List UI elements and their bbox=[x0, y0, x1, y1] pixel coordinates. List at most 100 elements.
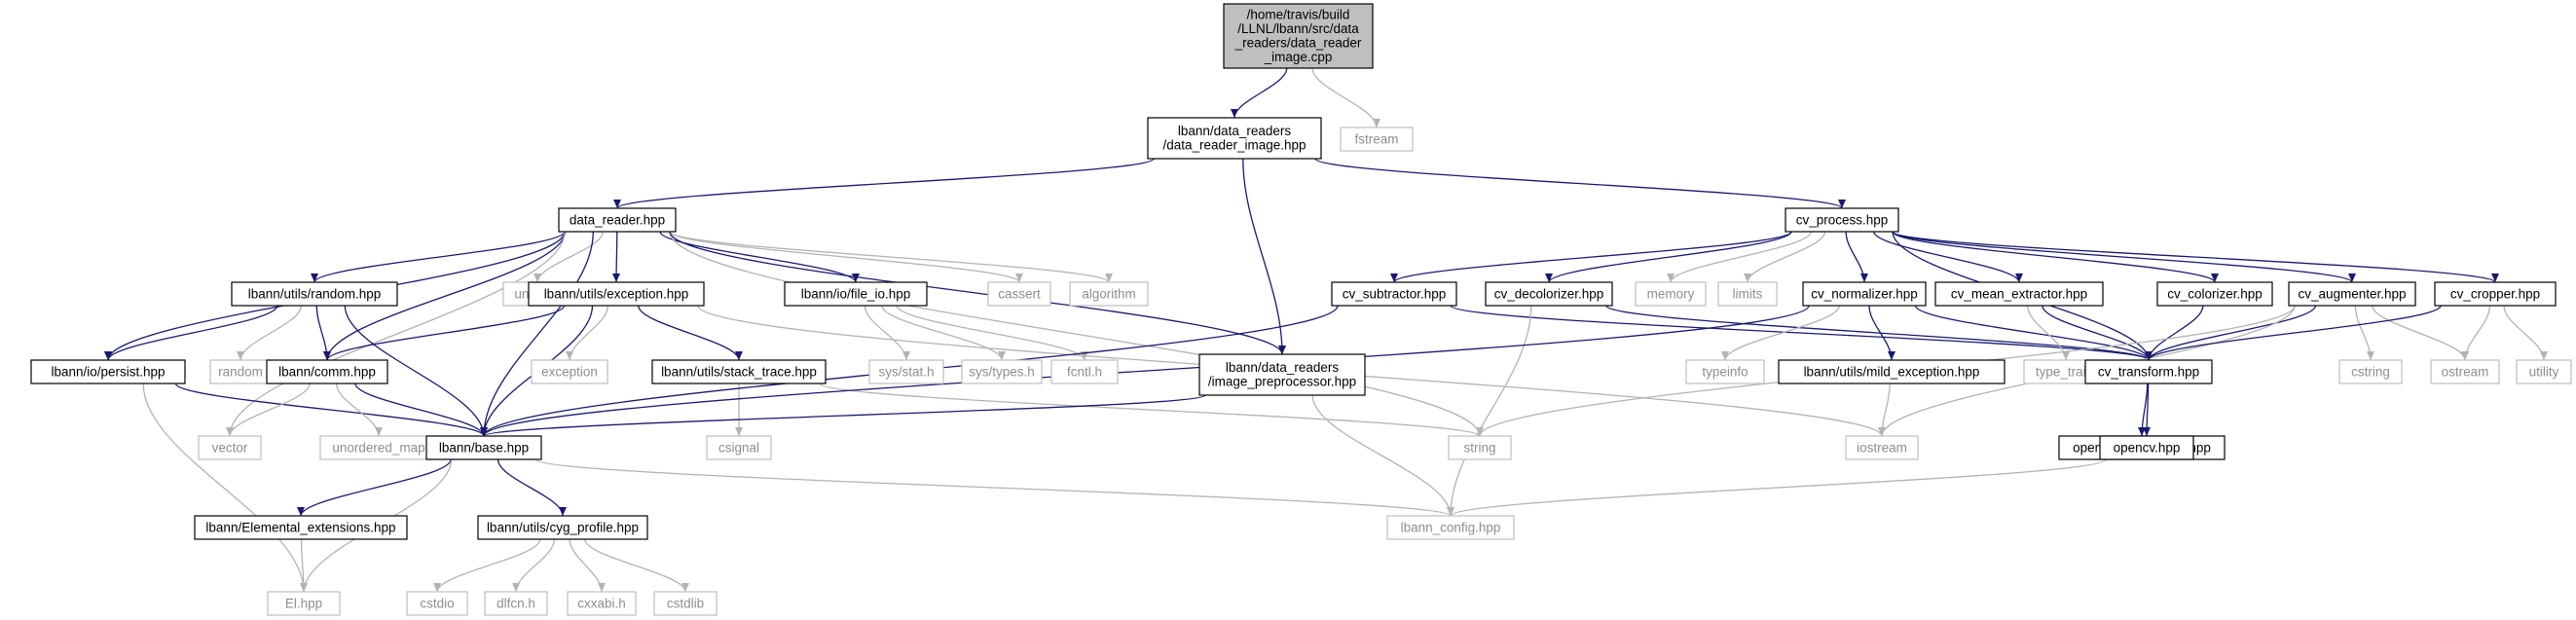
graph-edge-comm-to-umap bbox=[335, 383, 383, 437]
graph-edge-cvt-to-ocvext bbox=[2138, 383, 2149, 437]
graph-node-sysstat: sys/stat.h bbox=[868, 359, 944, 384]
graph-edge-base-to-cyg bbox=[497, 458, 567, 517]
graph-node-ocv[interactable]: opencv.hpp bbox=[2099, 435, 2194, 460]
graph-edge-comm-to-vector bbox=[226, 383, 311, 437]
graph-node-cvp[interactable]: cv_process.hpp bbox=[1785, 207, 1899, 233]
graph-edge-base-to-ee bbox=[297, 458, 452, 517]
graph-node-exc[interactable]: lbann/utils/exception.hpp bbox=[528, 281, 705, 307]
graph-node-base[interactable]: lbann/base.hpp bbox=[425, 435, 542, 460]
graph-node-comm[interactable]: lbann/comm.hpp bbox=[266, 359, 388, 384]
node-box bbox=[1147, 117, 1322, 160]
node-label: cv_subtractor.hpp bbox=[1343, 286, 1447, 301]
node-box bbox=[567, 591, 637, 616]
graph-node-fileio[interactable]: lbann/io/file_io.hpp bbox=[784, 281, 928, 307]
node-box bbox=[1685, 359, 1765, 384]
node-box bbox=[477, 515, 648, 540]
graph-edge-st-to-string bbox=[819, 383, 1484, 437]
node-box bbox=[2430, 359, 2500, 384]
graph-node-string: string bbox=[1448, 435, 1512, 460]
node-label: lbann/utils/exception.hpp bbox=[544, 286, 689, 301]
node-box bbox=[531, 359, 608, 384]
graph-edge-cvp-to-memory bbox=[1667, 231, 1812, 283]
graph-node-cvn[interactable]: cv_normalizer.hpp bbox=[1802, 281, 1927, 307]
graph-node-cva[interactable]: cv_augmenter.hpp bbox=[2288, 281, 2416, 307]
graph-node-systypes: sys/types.h bbox=[961, 359, 1043, 384]
node-box bbox=[1069, 281, 1149, 307]
graph-node-persist[interactable]: lbann/io/persist.hpp bbox=[30, 359, 186, 384]
node-box bbox=[231, 281, 398, 307]
graph-node-cvs[interactable]: cv_subtractor.hpp bbox=[1331, 281, 1457, 307]
graph-edge-dri-to-cvp bbox=[1314, 158, 1846, 209]
node-box bbox=[425, 435, 542, 460]
node-box bbox=[1050, 359, 1119, 384]
graph-edge-cvp-to-cva bbox=[1892, 231, 2356, 283]
node-box bbox=[1635, 281, 1707, 307]
node-label: lbann/comm.hpp bbox=[278, 364, 376, 379]
node-box bbox=[2338, 359, 2403, 384]
graph-edge-exc-to-exception bbox=[566, 305, 609, 361]
graph-edge-cvp-to-cvc bbox=[1892, 231, 2219, 283]
graph-edge-cvp-to-limits bbox=[1744, 231, 1826, 283]
graph-edge-cvn-to-typeinfo bbox=[1721, 305, 1840, 361]
node-box bbox=[2156, 281, 2273, 307]
node-box bbox=[198, 435, 262, 460]
node-label: ostream bbox=[2442, 364, 2489, 379]
node-box bbox=[1717, 281, 1778, 307]
node-label: exception bbox=[541, 364, 598, 379]
graph-node-cyg[interactable]: lbann/utils/cyg_profile.hpp bbox=[477, 515, 648, 540]
node-label: type_traits bbox=[2036, 364, 2097, 379]
graph-edge-cvp-to-cvn bbox=[1845, 231, 1868, 283]
graph-node-cvme[interactable]: cv_mean_extractor.hpp bbox=[1934, 281, 2104, 307]
graph-node-cvc[interactable]: cv_colorizer.hpp bbox=[2156, 281, 2273, 307]
graph-edge-persist-to-el bbox=[142, 383, 308, 593]
node-box bbox=[651, 359, 827, 384]
graph-node-algorithm: algorithm bbox=[1069, 281, 1149, 307]
node-box bbox=[987, 281, 1051, 307]
graph-node-cvt[interactable]: cv_transform.hpp bbox=[2084, 359, 2213, 384]
graph-node-cvd[interactable]: cv_decolorizer.hpp bbox=[1485, 281, 1613, 307]
graph-node-st[interactable]: lbann/utils/stack_trace.hpp bbox=[651, 359, 827, 384]
node-box bbox=[484, 591, 548, 616]
graph-node-memory: memory bbox=[1635, 281, 1707, 307]
graph-edge-ip-to-base bbox=[480, 394, 1206, 437]
graph-node-ip[interactable]: lbann/data_readers/image_preprocessor.hp… bbox=[1198, 353, 1366, 396]
node-box bbox=[1934, 281, 2104, 307]
node-label: vector bbox=[212, 440, 248, 455]
node-box bbox=[1386, 515, 1515, 540]
graph-node-dr[interactable]: data_reader.hpp bbox=[558, 207, 677, 233]
graph-node-mild[interactable]: lbann/utils/mild_exception.hpp bbox=[1778, 359, 2006, 384]
graph-edge-cvp-to-cvs bbox=[1390, 231, 1792, 283]
node-box bbox=[528, 281, 705, 307]
graph-edge-cvme-to-tt bbox=[2026, 305, 2070, 361]
graph-node-ee[interactable]: lbann/Elemental_extensions.hpp bbox=[194, 515, 408, 540]
graph-edge-cva-to-cstring bbox=[2354, 305, 2374, 361]
node-label: El.hpp bbox=[285, 596, 322, 610]
graph-edge-exc-to-comm bbox=[323, 305, 566, 361]
graph-node-typeinfo: typeinfo bbox=[1685, 359, 1765, 384]
node-label: cstring bbox=[2351, 364, 2390, 379]
node-label: cstdio bbox=[420, 596, 454, 610]
graph-edge-cyg-to-cxxabi bbox=[569, 538, 606, 593]
graph-edge-cvs-to-cvt bbox=[1450, 305, 2153, 361]
node-label: random bbox=[218, 364, 263, 379]
node-label: limits bbox=[1733, 286, 1763, 301]
node-box bbox=[2434, 281, 2557, 307]
graph-edge-dr-to-ip bbox=[669, 231, 1286, 355]
graph-node-random_hpp[interactable]: lbann/utils/random.hpp bbox=[231, 281, 398, 307]
node-label: cv_decolorizer.hpp bbox=[1494, 286, 1604, 301]
graph-node-dri[interactable]: lbann/data_readers/data_reader_image.hpp bbox=[1147, 117, 1322, 160]
graph-edge-ocv-to-lconf bbox=[1447, 458, 2107, 517]
graph-node-cvcr[interactable]: cv_cropper.hpp bbox=[2434, 281, 2557, 307]
node-label: csignal bbox=[718, 440, 759, 455]
graph-edge-dr-to-vector bbox=[226, 231, 566, 437]
graph-edge-cvme-to-cvt bbox=[2042, 305, 2153, 361]
node-label: sys/types.h bbox=[969, 364, 1035, 379]
graph-edge-cyg-to-dlfcn bbox=[512, 538, 556, 593]
graph-edge-cva-to-cvt bbox=[2145, 305, 2317, 361]
node-box bbox=[319, 435, 438, 460]
node-label: sys/stat.h bbox=[878, 364, 934, 379]
node-label: lbann/utils/random.hpp bbox=[248, 286, 382, 301]
node-label: dlfcn.h bbox=[497, 596, 535, 610]
node-box bbox=[1785, 207, 1899, 233]
